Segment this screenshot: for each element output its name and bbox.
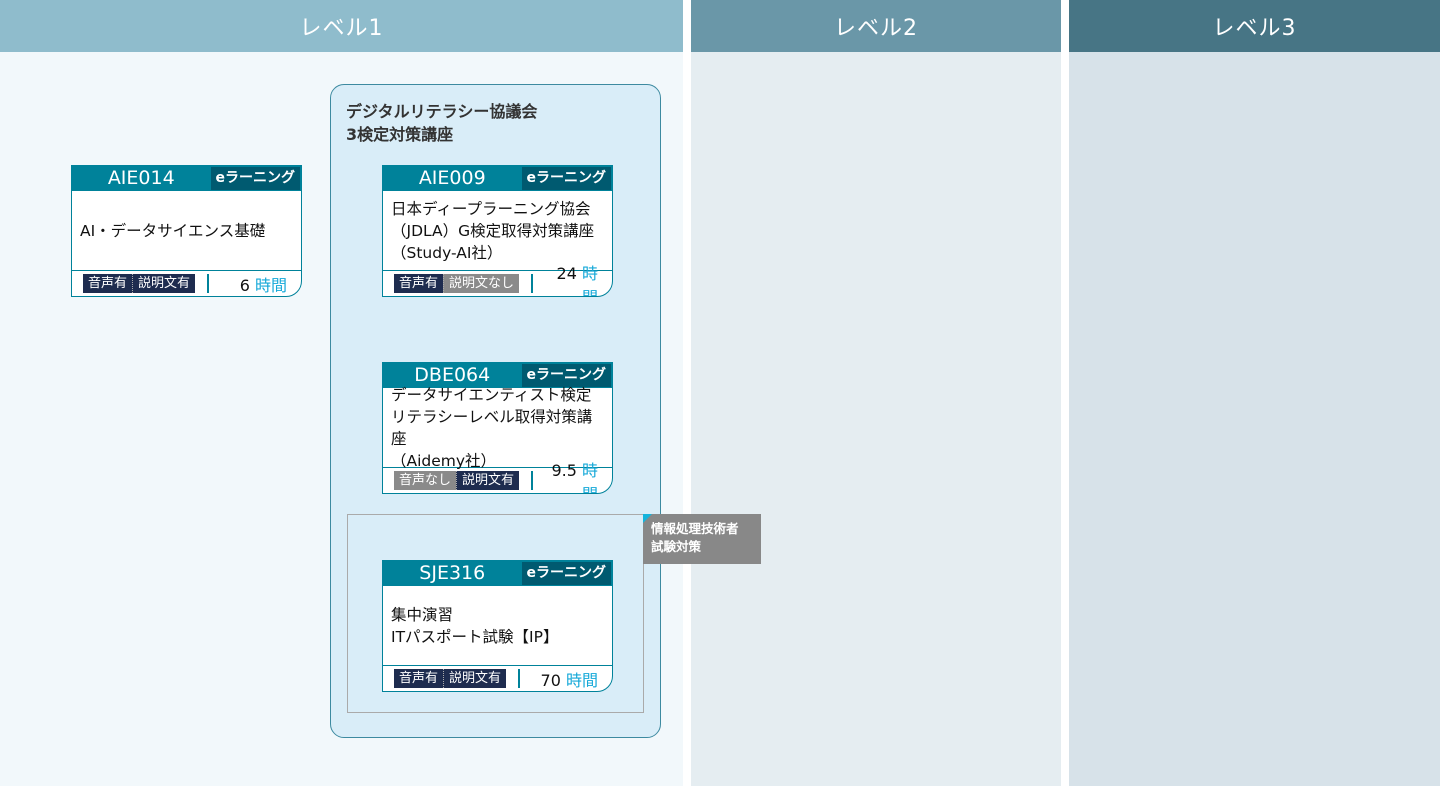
course-code: AIE009	[418, 167, 486, 189]
audio-badge: 音声有	[394, 669, 444, 688]
text-badge: 説明文有	[443, 669, 507, 688]
course-title: データサイエンティスト検定リテラシーレベル取得対策講座（Aidemy社）	[383, 386, 612, 470]
type-badge: eラーニング	[521, 364, 611, 387]
course-card[interactable]: AIE014 eラーニング AI・データサイエンス基礎 音声有説明文有 6 時間	[71, 165, 302, 297]
course-card[interactable]: DBE064 eラーニング データサイエンティスト検定リテラシーレベル取得対策講座…	[382, 362, 613, 494]
course-title: 日本ディープラーニング協会（JDLA）G検定取得対策講座（Study-AI社）	[383, 191, 612, 271]
level-2-header: レベル2	[691, 0, 1061, 52]
type-badge: eラーニング	[210, 167, 300, 190]
course-code: DBE064	[414, 364, 491, 386]
corner-marker-icon	[643, 514, 652, 523]
type-badge: eラーニング	[521, 562, 611, 585]
text-badge: 説明文有	[456, 471, 520, 490]
level-2-column: レベル2	[691, 0, 1061, 786]
subgroup-tag: 情報処理技術者試験対策	[643, 514, 761, 564]
audio-badge: 音声有	[83, 274, 133, 293]
course-card[interactable]: AIE009 eラーニング 日本ディープラーニング協会（JDLA）G検定取得対策講…	[382, 165, 613, 297]
audio-badge: 音声有	[394, 274, 444, 293]
course-title: AI・データサイエンス基礎	[72, 191, 301, 271]
duration: 6 時間	[239, 275, 287, 295]
level-3-column: レベル3	[1069, 0, 1440, 786]
duration: 24 時間	[556, 263, 598, 297]
course-code: SJE316	[419, 562, 486, 584]
text-badge: 説明文なし	[443, 274, 520, 293]
subgroup-box	[347, 514, 644, 713]
level-1-header: レベル1	[0, 0, 683, 52]
duration: 9.5 時間	[551, 460, 598, 494]
duration: 70 時間	[540, 670, 598, 690]
text-badge: 説明文有	[132, 274, 196, 293]
audio-badge: 音声なし	[394, 471, 457, 490]
type-badge: eラーニング	[521, 167, 611, 190]
level-3-header: レベル3	[1069, 0, 1440, 52]
course-code: AIE014	[107, 167, 175, 189]
